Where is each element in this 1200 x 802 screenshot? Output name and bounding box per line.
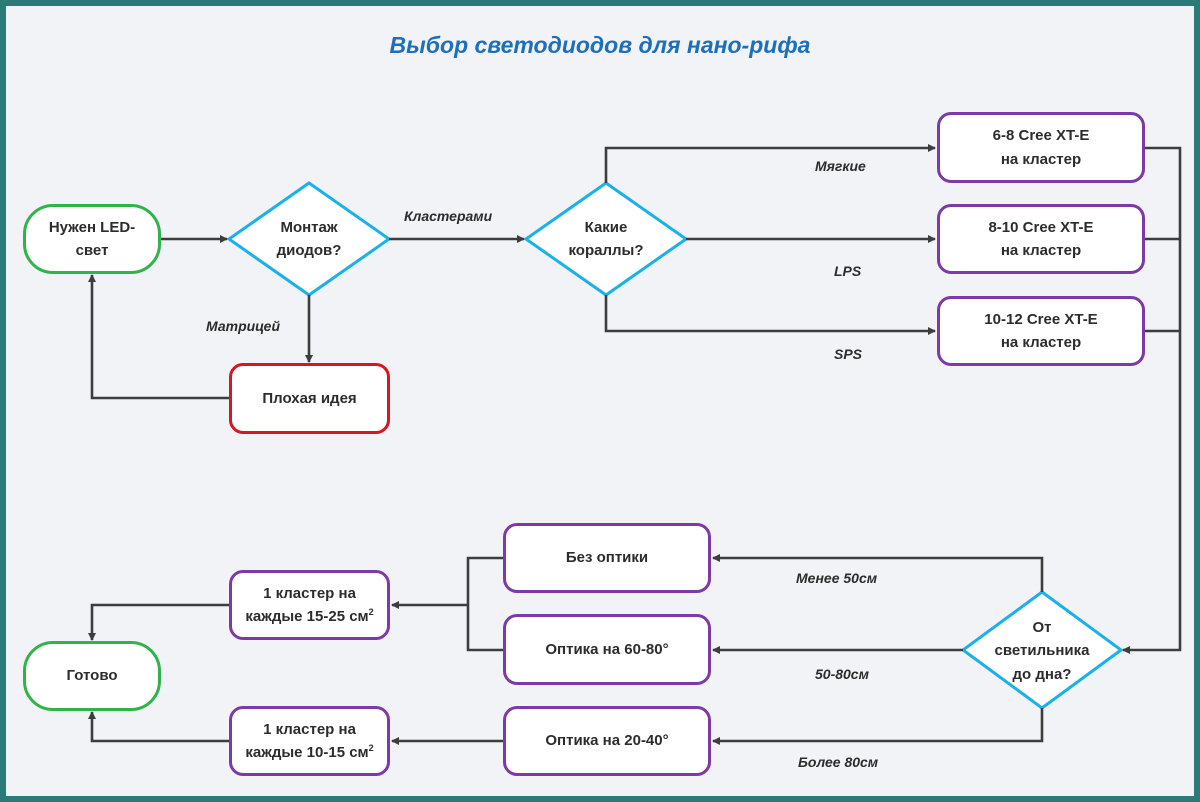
result-lps-line2: на кластер: [1000, 242, 1082, 259]
edge-label-lps: LPS: [834, 263, 862, 279]
edge-results-to-distance: [1122, 146, 1182, 654]
edge-corals-to-soft: [604, 144, 936, 183]
edge-label-matrix: Матрицей: [206, 318, 281, 334]
node-cluster-15-25-line2: каждые 15-25 см2: [245, 605, 373, 628]
result-soft-line2: на кластер: [1000, 150, 1082, 168]
decision-distance: От светильника до дна?: [972, 616, 1112, 686]
edge-no-optics-join: [466, 556, 503, 652]
node-optics-60-80-label: Оптика на 60-80°: [545, 640, 669, 658]
diagram-title: Выбор светодиодов для нано-рифа: [389, 32, 811, 58]
node-cluster-10-15-text: каждые 10-15 см: [245, 744, 369, 761]
node-optics-20-40-label: Оптика на 20-40°: [545, 732, 669, 750]
decision-mounting-line2: диодов?: [276, 242, 342, 260]
edge-corals-to-sps: [604, 295, 936, 335]
decision-mounting: Монтаж диодов?: [249, 216, 369, 263]
node-cluster-15-25-sup: 2: [368, 607, 374, 617]
edge-label-50-80: 50-80см: [815, 666, 869, 682]
edge-label-less-50: Менее 50см: [796, 570, 878, 586]
edge-cluster-15-25-to-done: [88, 603, 229, 641]
edge-distance-to-no-optics: [712, 554, 1044, 592]
node-cluster-10-15: 1 кластер на каждые 10-15 см2: [229, 706, 390, 776]
node-bad-idea: Плохая идея: [229, 363, 390, 434]
result-lps: 8-10 Cree XT-E на кластер: [937, 204, 1145, 274]
node-need-led-line1: Нужен LED-: [48, 218, 136, 236]
node-no-optics: Без оптики: [503, 523, 711, 593]
decision-corals-line1: Какие: [584, 219, 628, 236]
node-cluster-10-15-line2: каждые 10-15 см2: [245, 741, 373, 764]
edge-cluster-10-15-to-done: [88, 711, 229, 743]
decision-distance-line3: до дна?: [1012, 665, 1072, 683]
edge-label-more-80: Более 80см: [798, 754, 879, 770]
node-optics-60-80: Оптика на 60-80°: [503, 614, 711, 685]
result-soft-line1: 6-8 Cree XT-E: [992, 127, 1090, 145]
decision-mounting-line1: Монтаж: [280, 219, 338, 236]
node-cluster-10-15-line1: 1 кластер на: [263, 720, 356, 738]
edge-distance-to-optics-20: [712, 708, 1044, 745]
edge-label-soft: Мягкие: [815, 158, 866, 174]
result-sps-line2: на кластер: [1000, 334, 1082, 351]
node-cluster-15-25: 1 кластер на каждые 15-25 см2: [229, 570, 390, 640]
decision-corals: Какие кораллы?: [546, 216, 666, 263]
node-done: Готово: [23, 641, 161, 711]
edge-label-clusters: Кластерами: [404, 208, 493, 224]
node-need-led: Нужен LED-свет: [23, 204, 161, 274]
decision-distance-line2: светильника: [994, 642, 1090, 660]
result-soft: 6-8 Cree XT-E на кластер: [937, 112, 1145, 183]
node-bad-idea-label: Плохая идея: [262, 389, 357, 407]
node-optics-20-40: Оптика на 20-40°: [503, 706, 711, 776]
node-cluster-15-25-line1: 1 кластер на: [263, 584, 356, 602]
edge-bad-to-need: [88, 274, 229, 400]
node-no-optics-label: Без оптики: [565, 549, 649, 567]
node-cluster-15-25-text: каждые 15-25 см: [245, 608, 369, 625]
result-sps: 10-12 Cree XT-E на кластер: [937, 296, 1145, 366]
result-sps-line1: 10-12 Cree XT-E: [984, 310, 1098, 328]
node-cluster-10-15-sup: 2: [368, 743, 374, 753]
decision-distance-line1: От: [1032, 619, 1052, 636]
node-done-label: Готово: [66, 667, 118, 685]
result-lps-line1: 8-10 Cree XT-E: [988, 218, 1094, 236]
decision-corals-line2: кораллы?: [568, 242, 644, 260]
edge-label-sps: SPS: [834, 346, 863, 362]
node-need-led-line2: свет: [75, 242, 109, 259]
